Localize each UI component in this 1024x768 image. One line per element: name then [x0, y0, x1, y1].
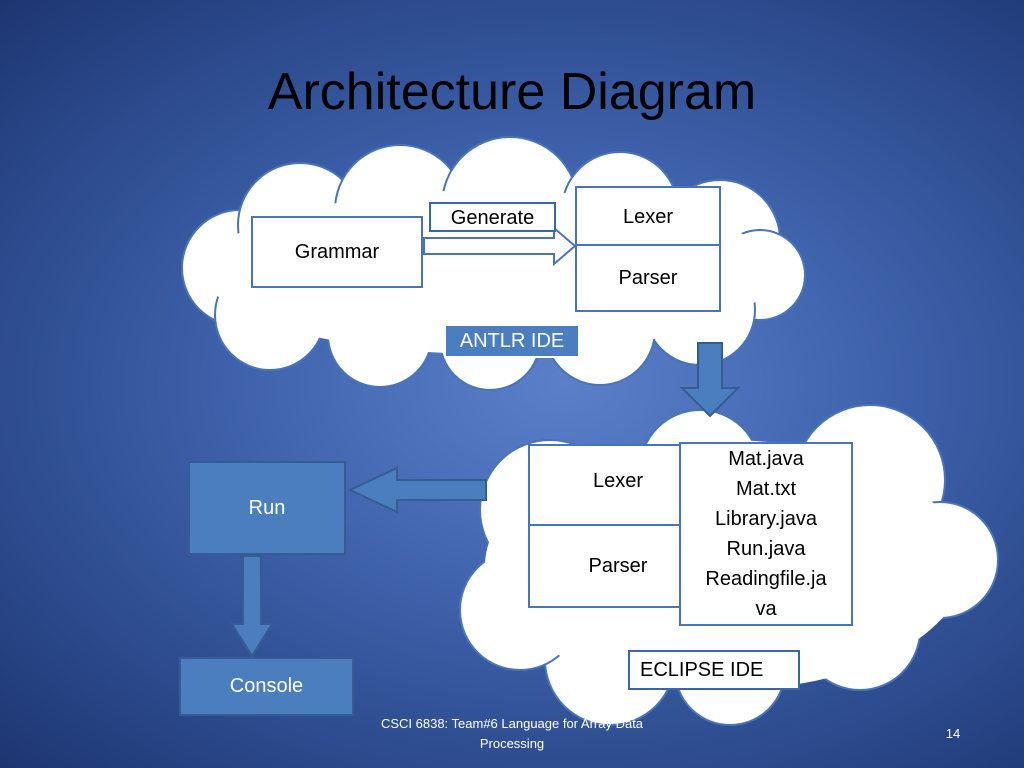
grammar-box: Grammar — [251, 216, 423, 288]
down-arrow-antlr-to-eclipse — [679, 342, 741, 418]
file-item: Run.java — [726, 538, 806, 560]
antlr-ide-text: ANTLR IDE — [459, 329, 565, 352]
down-arrow-run-to-console — [230, 555, 274, 658]
slide-title: Architecture Diagram — [267, 63, 757, 121]
page-number: 14 — [945, 726, 961, 741]
file-item: Readingfile.ja — [705, 568, 827, 590]
run-box: Run — [188, 461, 346, 555]
generate-label-box: Generate — [429, 202, 556, 232]
eclipse-lexer-label: Lexer — [592, 469, 644, 492]
file-item: Mat.java — [728, 448, 804, 470]
file-item: Mat.txt — [735, 478, 796, 500]
antlr-lexer-box: Lexer — [575, 186, 721, 246]
console-label: Console — [229, 675, 304, 697]
eclipse-ide-text: ECLIPSE IDE — [640, 658, 764, 681]
antlr-lexer-label: Lexer — [622, 206, 674, 228]
run-label: Run — [248, 496, 286, 519]
left-arrow-eclipse-to-run — [347, 466, 487, 514]
antlr-parser-box: Parser — [575, 244, 721, 312]
file-item: va — [755, 598, 777, 620]
antlr-ide-label: ANTLR IDE — [444, 324, 580, 358]
source-files-box: Mat.java Mat.txt Library.java Run.java R… — [679, 442, 853, 626]
footer-line-2: Processing — [479, 736, 545, 751]
footer-text: CSCI 6838: Team#6 Language for Array Dat… — [352, 714, 672, 754]
generate-arrow — [423, 225, 577, 267]
footer-line-1: CSCI 6838: Team#6 Language for Array Dat… — [380, 716, 644, 731]
antlr-parser-label: Parser — [618, 266, 678, 289]
file-item: Library.java — [715, 508, 817, 530]
eclipse-parser-label: Parser — [588, 554, 648, 577]
eclipse-parser-box: Parser — [528, 524, 708, 608]
console-box: Console — [179, 657, 354, 716]
grammar-label: Grammar — [294, 240, 380, 263]
generate-label: Generate — [450, 207, 535, 229]
eclipse-ide-label: ECLIPSE IDE — [628, 650, 800, 690]
